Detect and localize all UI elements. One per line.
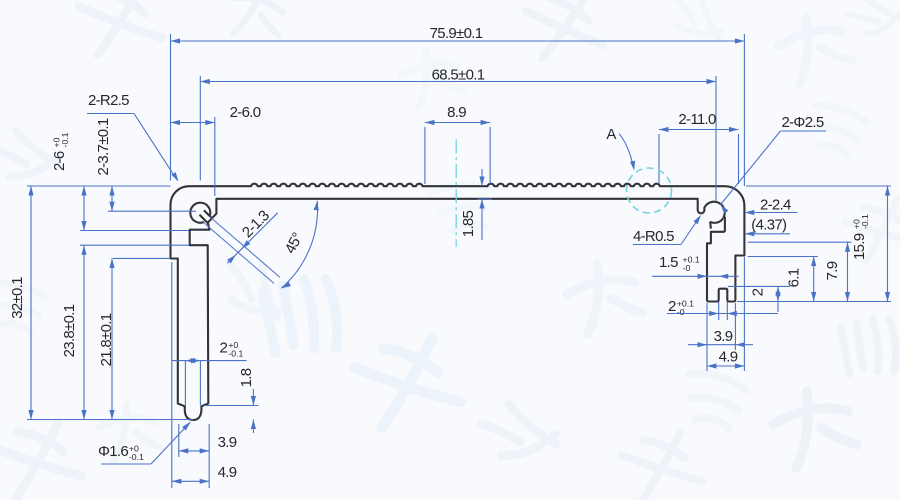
svg-text:32±0.1: 32±0.1 bbox=[9, 277, 26, 319]
svg-text:23.8±0.1: 23.8±0.1 bbox=[61, 304, 78, 357]
svg-text:15.9: 15.9 bbox=[851, 233, 868, 260]
svg-text:-0.1: -0.1 bbox=[228, 348, 243, 358]
svg-text:1.5: 1.5 bbox=[659, 254, 678, 271]
svg-text:2: 2 bbox=[220, 340, 228, 357]
svg-text:3.9: 3.9 bbox=[218, 434, 237, 451]
svg-text:4-R0.5: 4-R0.5 bbox=[633, 228, 674, 245]
svg-text:2-2.4: 2-2.4 bbox=[760, 197, 791, 214]
svg-text:2-3.7±0.1: 2-3.7±0.1 bbox=[95, 118, 112, 175]
svg-text:-0.1: -0.1 bbox=[60, 132, 70, 147]
svg-text:21.8±0.1: 21.8±0.1 bbox=[98, 313, 115, 366]
svg-text:75.9±0.1: 75.9±0.1 bbox=[430, 25, 483, 42]
svg-text:2-6.0: 2-6.0 bbox=[230, 104, 261, 121]
svg-text:(4.37): (4.37) bbox=[751, 217, 787, 234]
svg-text:68.5±0.1: 68.5±0.1 bbox=[432, 67, 485, 84]
svg-text:2-11.0: 2-11.0 bbox=[678, 111, 716, 128]
svg-text:-0.1: -0.1 bbox=[129, 452, 144, 462]
svg-text:A: A bbox=[606, 126, 616, 143]
svg-text:2: 2 bbox=[750, 288, 767, 296]
svg-text:+0: +0 bbox=[129, 444, 139, 454]
svg-text:2-6: 2-6 bbox=[51, 151, 68, 171]
svg-text:+0: +0 bbox=[852, 219, 862, 229]
svg-text:2-Φ2.5: 2-Φ2.5 bbox=[782, 114, 824, 131]
svg-text:1.8: 1.8 bbox=[238, 368, 255, 387]
svg-text:4.9: 4.9 bbox=[719, 349, 738, 366]
svg-text:+0: +0 bbox=[52, 137, 62, 147]
svg-text:+0: +0 bbox=[228, 340, 238, 350]
svg-text:Φ1.6: Φ1.6 bbox=[98, 443, 128, 460]
svg-text:4.9: 4.9 bbox=[218, 464, 237, 481]
svg-text:+0.1: +0.1 bbox=[683, 255, 700, 265]
svg-text:8.9: 8.9 bbox=[447, 104, 466, 121]
svg-text:+0.1: +0.1 bbox=[677, 299, 694, 309]
svg-text:2-R2.5: 2-R2.5 bbox=[88, 92, 129, 109]
svg-text:6.1: 6.1 bbox=[786, 268, 803, 287]
svg-text:-0.1: -0.1 bbox=[860, 214, 870, 229]
svg-text:3.9: 3.9 bbox=[714, 328, 733, 345]
svg-text:7.9: 7.9 bbox=[824, 261, 841, 280]
svg-text:-0: -0 bbox=[677, 307, 685, 317]
svg-text:1.85: 1.85 bbox=[460, 210, 477, 237]
svg-text:-0: -0 bbox=[683, 263, 691, 273]
svg-text:2: 2 bbox=[668, 298, 676, 315]
